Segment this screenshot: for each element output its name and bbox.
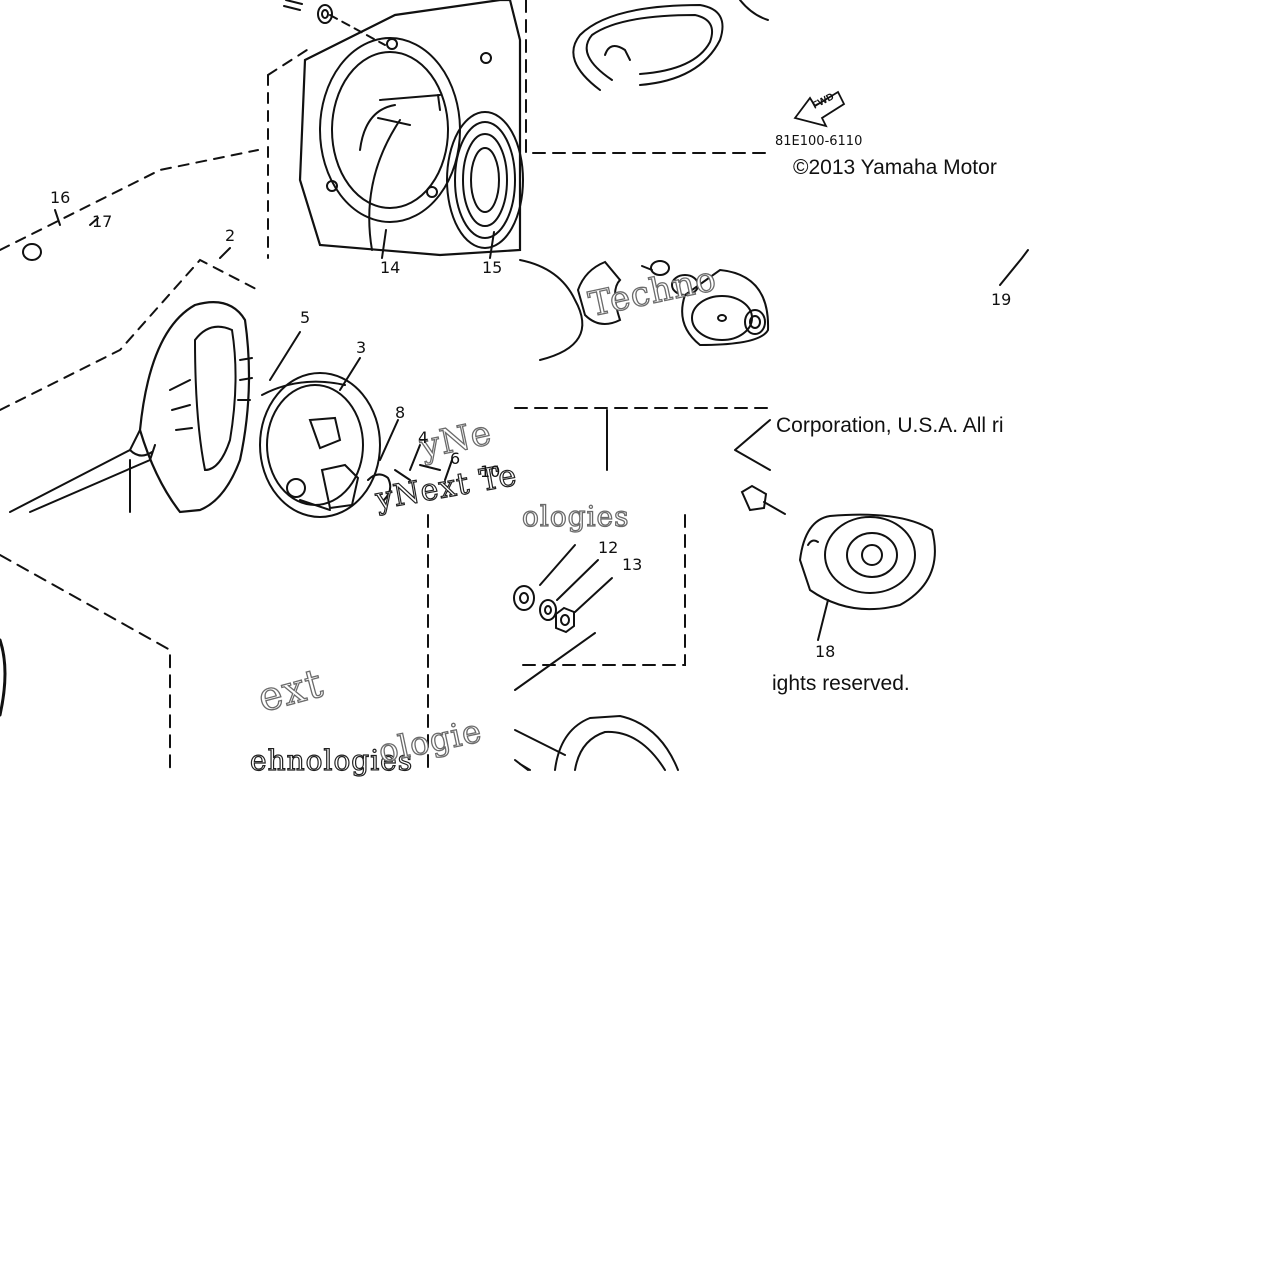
callout-10: 10 [480, 462, 501, 481]
starter-case-part [514, 714, 679, 771]
callout-17: 17 [92, 212, 113, 231]
callout-6: 6 [450, 449, 461, 468]
callout-19: 19 [991, 290, 1012, 309]
callout-13: 13 [622, 555, 643, 574]
pulley-part [259, 372, 381, 518]
belt-part [572, 0, 769, 91]
callout-16: 16 [50, 188, 71, 207]
callout-5: 5 [300, 308, 311, 327]
screw-and-washer [283, 0, 333, 24]
callout-8: 8 [395, 403, 406, 422]
callout-15: 15 [482, 258, 503, 277]
ratchet-part [320, 463, 441, 510]
nut-part [555, 606, 575, 634]
bolt-part [740, 484, 786, 515]
diagram-code: 81E100-6110 [775, 134, 863, 149]
cover-hub-part [519, 259, 770, 361]
callout-18: 18 [815, 642, 836, 661]
copyright-line-2: Corporation, U.S.A. All ri [776, 414, 1004, 437]
copyright-line-3: ights reserved. [772, 672, 910, 695]
washer-part [513, 585, 535, 611]
callout-4: 4 [418, 428, 429, 447]
watermark-text: ehnologies [249, 743, 414, 777]
lock-washer-part [539, 599, 557, 621]
recoil-spring-part [446, 111, 524, 249]
callout-2: 2 [225, 226, 236, 245]
callout-3: 3 [356, 338, 367, 357]
watermark-text: ologies [521, 499, 630, 533]
callout-12: 12 [598, 538, 619, 557]
starter-handle-part [9, 301, 253, 514]
drive-pulley-part [798, 513, 936, 611]
callout-14: 14 [380, 258, 401, 277]
cover-plate-part [298, 0, 522, 257]
copyright-line-1: ©2013 Yamaha Motor [793, 156, 997, 179]
fwd-arrow-icon [793, 90, 846, 128]
